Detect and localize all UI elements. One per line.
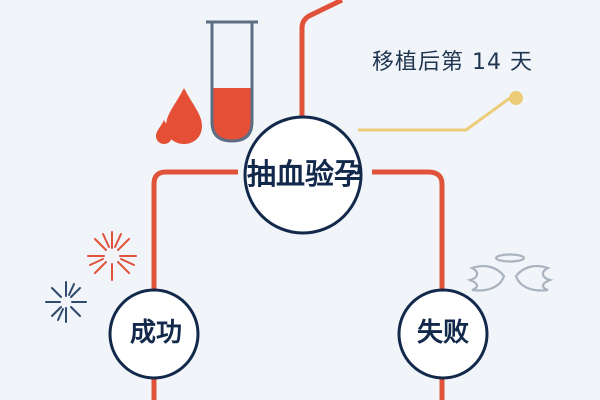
branch-line-failure [372, 169, 445, 296]
test-tube-icon [206, 20, 258, 143]
day-annotation: 移植后第 14 天 [372, 50, 533, 75]
timeline-line [358, 96, 511, 132]
firework-icon [45, 231, 137, 323]
pregnancy-test-node [243, 115, 363, 235]
top-connector-line [299, 0, 344, 118]
success-node [108, 288, 200, 380]
timeline-dot [509, 91, 523, 105]
blood-drop-icon [156, 88, 202, 144]
branch-line-success [151, 169, 238, 296]
pregnancy-test-label: 抽血验孕 [246, 157, 363, 191]
failure-node [397, 288, 489, 380]
success-label: 成功 [129, 318, 182, 348]
angel-wings-icon [466, 253, 554, 292]
failure-label: 失败 [416, 318, 469, 348]
